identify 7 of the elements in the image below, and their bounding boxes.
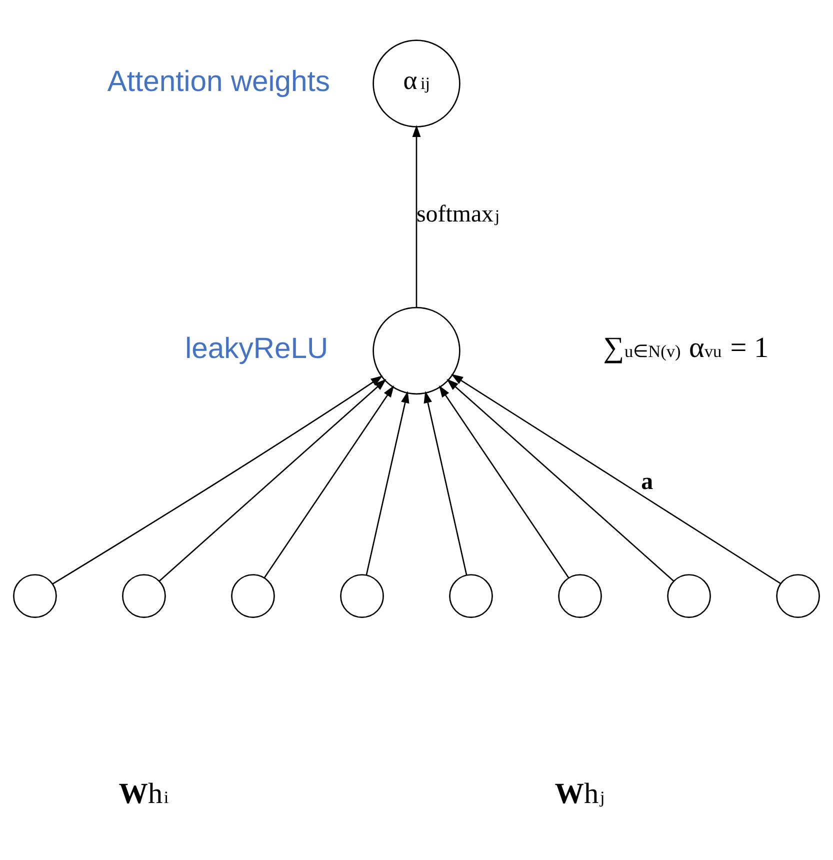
edge-label: softmaxj [416, 201, 500, 228]
node-label: leakyReLU [185, 332, 328, 365]
node-label: Attention weights [107, 65, 330, 98]
label: ∑u∈N(v) αvu = 1 [603, 331, 769, 364]
edge-label: a⃗ [641, 468, 672, 494]
label: Wh⃗i [118, 777, 186, 810]
label: Wh⃗j [554, 777, 622, 810]
